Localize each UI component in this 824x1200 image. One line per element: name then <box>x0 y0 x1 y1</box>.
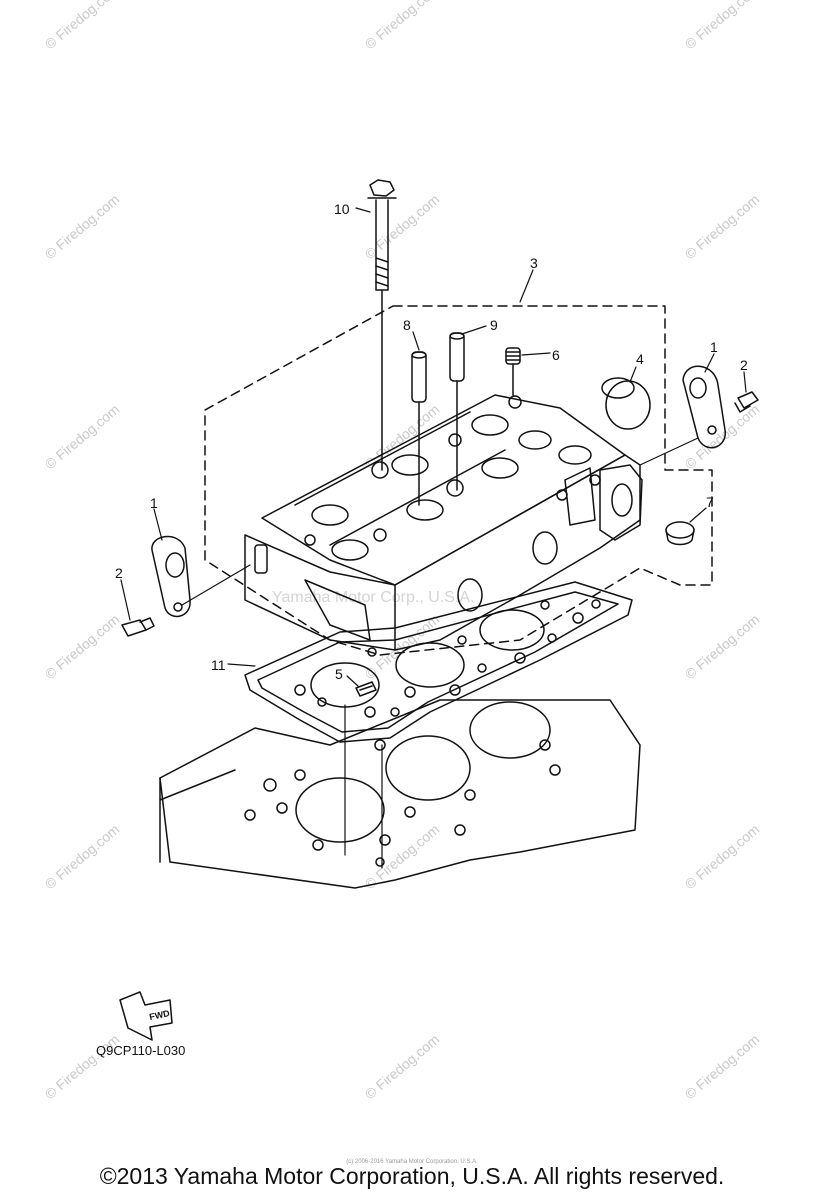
watermark: © Firedog.com <box>42 1031 123 1102</box>
callout-5: 5 <box>335 666 343 682</box>
watermark: © Firedog.com <box>362 0 443 52</box>
watermark: © Firedog.com <box>682 821 763 892</box>
fwd-arrow-icon <box>119 991 173 1041</box>
diagram-code: Q9CP110-L030 <box>96 1043 186 1058</box>
leader-lines <box>120 207 747 869</box>
bolt-left <box>121 617 155 637</box>
callout-8: 9 <box>490 317 498 333</box>
center-watermark: Yamaha Motor Corp., U.S.A. <box>272 589 474 606</box>
head-bolt <box>367 179 397 471</box>
callout-1-left: 1 <box>150 495 158 511</box>
watermark: © Firedog.com <box>42 0 123 52</box>
callout-11: 11 <box>211 657 226 673</box>
watermark: © Firedog.com <box>682 1031 763 1102</box>
washer-9 <box>665 521 695 546</box>
watermark-layer: © Firedog.com © Firedog.com © Firedog.co… <box>42 0 763 1102</box>
callout-9: 7 <box>706 494 714 510</box>
watermark: © Firedog.com <box>682 611 763 682</box>
copyright-notice: ©2013 Yamaha Motor Corporation, U.S.A. A… <box>99 1163 725 1189</box>
callout-1-right: 1 <box>710 339 718 355</box>
fine-print: (c) 2006-2016 Yamaha Motor Corporation, … <box>346 1159 478 1165</box>
cylinder-block <box>159 699 641 889</box>
plug-6 <box>505 347 521 396</box>
callout-10: 10 <box>334 201 350 217</box>
callout-2-left: 2 <box>115 565 123 581</box>
watermark: © Firedog.com <box>42 401 123 472</box>
bolt-right <box>734 391 759 413</box>
cylinder-head <box>244 394 643 651</box>
callout-3: 3 <box>530 255 538 271</box>
cap-4 <box>601 377 651 430</box>
watermark: © Firedog.com <box>42 191 123 262</box>
watermark: © Firedog.com <box>42 821 123 892</box>
watermark: © Firedog.com <box>362 191 443 262</box>
watermark: © Firedog.com <box>42 611 123 682</box>
watermark: © Firedog.com <box>682 191 763 262</box>
fwd-label: FWD <box>148 1008 171 1022</box>
callout-7: 8 <box>403 317 411 333</box>
watermark: © Firedog.com <box>362 1031 443 1102</box>
watermark: © Firedog.com <box>682 0 763 52</box>
callout-labels: 10 3 8 9 6 4 1 2 7 1 2 11 5 <box>115 201 748 682</box>
callout-2-right: 2 <box>740 357 748 373</box>
callout-6: 6 <box>552 347 560 363</box>
dowel-5 <box>355 681 377 697</box>
bracket-right <box>682 365 726 449</box>
watermark: © Firedog.com <box>362 821 443 892</box>
callout-4: 4 <box>636 351 644 367</box>
bracket-left <box>151 535 191 618</box>
valve-guide-8 <box>449 332 465 491</box>
valve-guide-7 <box>411 351 427 506</box>
assembly-outline <box>204 305 713 656</box>
watermark: © Firedog.com <box>362 401 443 472</box>
